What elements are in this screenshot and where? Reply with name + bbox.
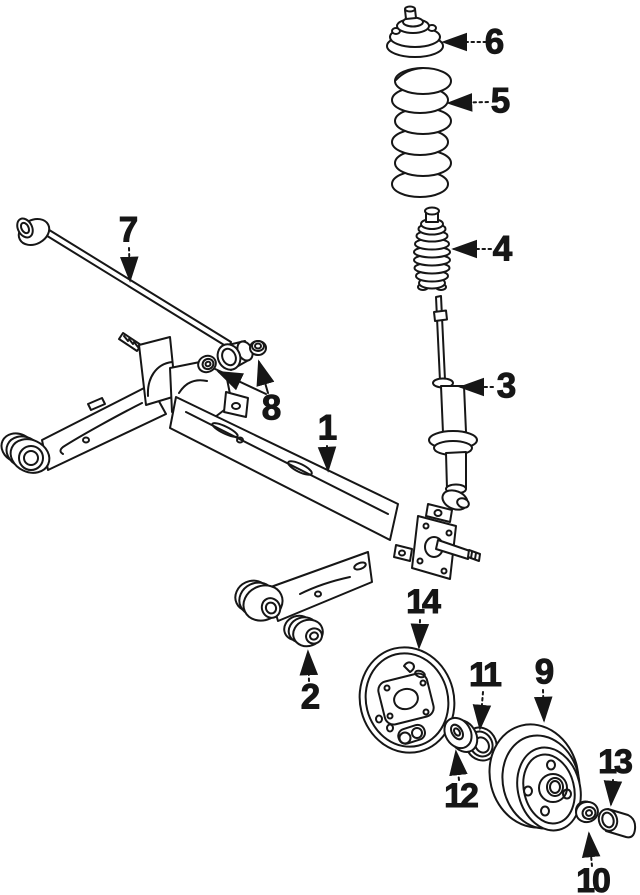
strut-mount-drawing xyxy=(386,5,444,58)
callout-arrow-8a xyxy=(216,370,267,395)
callout-label-13: 13 xyxy=(598,743,634,781)
callout-arrow-12 xyxy=(449,749,468,781)
callout-label-1: 1 xyxy=(317,408,338,448)
dust-boot-drawing xyxy=(413,206,451,291)
callout-label-11: 11 xyxy=(469,656,503,694)
callout-label-7: 7 xyxy=(118,210,139,250)
callout-arrow-8b xyxy=(256,359,275,394)
callout-arrow-1 xyxy=(317,445,337,473)
callout-arrows xyxy=(119,32,623,867)
callout-label-8: 8 xyxy=(261,388,282,428)
callout-label-9: 9 xyxy=(534,652,555,692)
callout-label-12: 12 xyxy=(444,777,480,815)
callout-label-14: 14 xyxy=(406,583,442,621)
callout-label-6: 6 xyxy=(484,22,505,62)
brake-drum-drawing xyxy=(488,723,582,832)
axle-beam-drawing xyxy=(0,332,481,622)
lateral-rod-drawing xyxy=(16,217,232,349)
callout-arrow-2 xyxy=(299,649,319,682)
backing-plate-drawing xyxy=(358,646,456,754)
callout-arrow-7 xyxy=(119,247,139,283)
callout-arrow-14 xyxy=(410,619,430,650)
callout-arrow-13 xyxy=(603,779,623,807)
spindle-nut-drawing xyxy=(575,800,599,824)
coil-spring-drawing xyxy=(391,67,452,198)
callout-label-4: 4 xyxy=(492,229,513,269)
callout-label-2: 2 xyxy=(300,677,321,717)
callout-arrow-9 xyxy=(533,689,553,723)
callout-label-10: 10 xyxy=(576,862,612,895)
grease-cap-drawing xyxy=(597,808,637,839)
callout-arrow-11 xyxy=(472,691,492,731)
rod-bushings-drawing xyxy=(197,340,267,374)
shock-absorber-drawing xyxy=(428,295,478,511)
callout-arrow-5 xyxy=(446,93,489,112)
callout-label-5: 5 xyxy=(490,81,511,121)
arm-bushing-drawing xyxy=(283,614,324,648)
callout-arrow-10 xyxy=(581,831,601,867)
callout-label-3: 3 xyxy=(496,366,517,406)
